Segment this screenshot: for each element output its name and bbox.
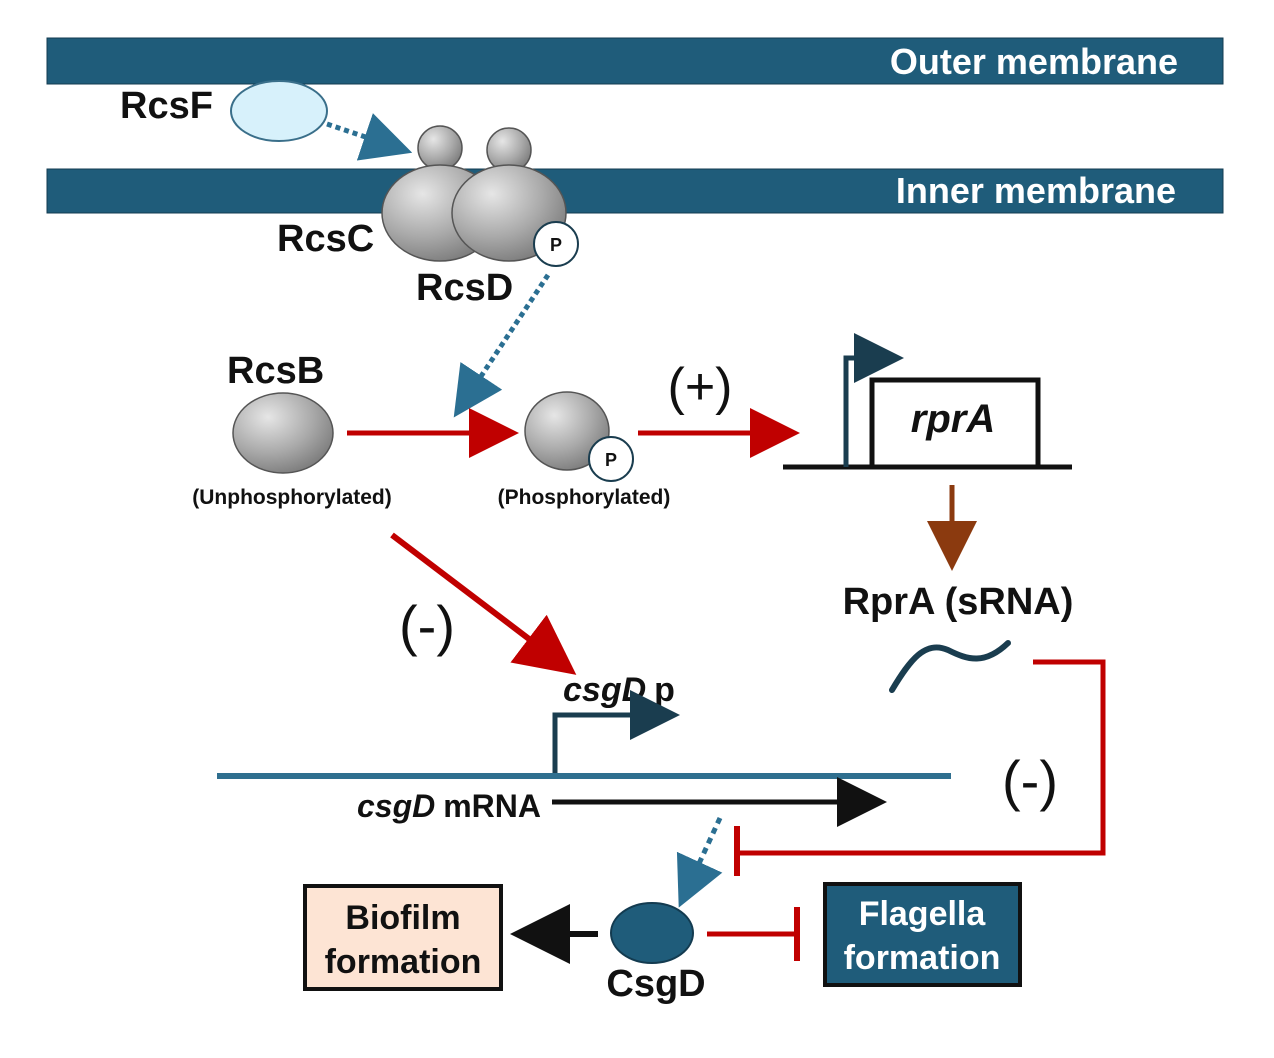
csgD-translation-arrow [676,816,723,908]
rcsd-phosphate [533,221,579,267]
rcsf-to-rcsc-arrow [326,113,413,161]
inner-membrane [46,168,1224,214]
biofilm-line1: Biofilm [345,899,460,937]
csgD-promoter-suffix: p [654,671,675,709]
rcsc-label: RcsC [277,218,374,260]
biofilm-box [303,884,503,991]
rcsb-label: RcsB [227,350,324,392]
rprA-promoter-arrow [843,333,904,467]
rcsd-phosphate-label: P [550,235,562,255]
rprA-srna-squiggle [889,640,1011,693]
rcsb-phosphate [588,436,634,482]
flagella-box [823,882,1022,987]
inner-membrane-label: Inner membrane [896,170,1176,211]
biofilm-line2: formation [325,943,482,981]
flagella-line2: formation [844,939,1001,977]
csgD-promoter-repression-arrow [390,532,577,675]
csgD-mrna-suffix: mRNA [443,788,541,824]
csgD-promoter-gene: csgD [563,671,646,709]
flagella-line1: Flagella [859,895,987,933]
rcsb-unphosphorylated [232,392,334,474]
csgD-mrna-gene: csgD [357,788,435,824]
csgD-promoter-arrow [552,690,680,776]
rcsf-protein [230,80,328,142]
rcsc-periplasmic-domain [417,125,463,171]
negative-regulation-srna-label: (-) [1002,749,1058,812]
csgd-protein [610,902,694,964]
rcsd-label: RcsD [416,267,513,309]
rprA-srna-label: RprA (sRNA) [843,581,1074,623]
positive-regulation-label: (+) [668,358,733,416]
rprA-gene-label: rprA [911,397,995,441]
outer-membrane [46,37,1224,85]
rcsd-to-rcsb-arrow [453,273,551,418]
rprA-gene-box [869,377,1041,470]
csgd-label: CsgD [606,963,705,1005]
rcsb-phosphorylated [524,391,610,471]
rcsb-phosphate-label: P [605,450,617,470]
phosphorylated-label: (Phosphorylated) [498,486,671,509]
rcsf-label: RcsF [120,85,213,127]
unphosphorylated-label: (Unphosphorylated) [192,486,392,509]
negative-regulation-csgd-label: (-) [399,594,455,657]
rprA-inhibition-line [737,659,1106,856]
outer-membrane-label: Outer membrane [890,41,1178,82]
